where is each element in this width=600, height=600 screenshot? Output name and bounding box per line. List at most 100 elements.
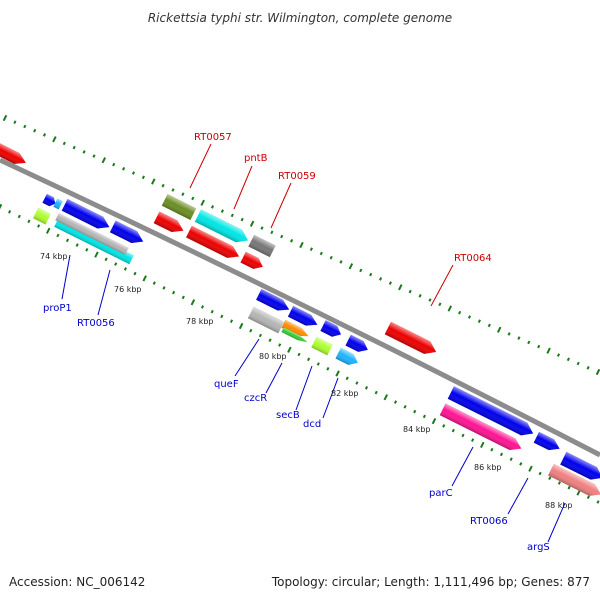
tick-mark: [45, 227, 51, 234]
gene-pink[interactable]: [439, 403, 525, 455]
tick-mark: [52, 136, 57, 143]
gene-red-a[interactable]: [153, 211, 187, 236]
gene-orange[interactable]: [281, 319, 310, 341]
gene-green[interactable]: [281, 327, 308, 345]
gene-blue-a[interactable]: [61, 199, 113, 233]
tick-mark: [181, 192, 185, 196]
gene-olive[interactable]: [161, 194, 197, 220]
tick-mark: [519, 462, 523, 466]
gene-blue-b-shading: [109, 220, 144, 243]
gene-skyblue-a-shading: [335, 347, 358, 365]
gene-cyan-a[interactable]: [194, 209, 251, 247]
gene-skyblue-a[interactable]: [335, 347, 360, 369]
tick-mark: [458, 310, 462, 315]
gene-red-b-shading: [186, 225, 240, 258]
leader-czcR: [265, 362, 283, 394]
scale-label-88kbp: 88 kbp: [545, 501, 573, 510]
tick-mark: [499, 452, 504, 457]
tick-mark: [191, 196, 195, 201]
tick-mark: [270, 230, 274, 235]
tick-mark: [260, 226, 264, 230]
leader-queF: [234, 338, 260, 377]
tick-mark: [388, 281, 392, 285]
gene-skyblue-tiny[interactable]: [53, 198, 63, 210]
gene-label-parC[interactable]: parC: [429, 488, 453, 499]
tick-mark: [290, 239, 294, 243]
gene-cyan-a-shading: [194, 209, 249, 243]
tick-mark: [141, 175, 145, 180]
tick-mark: [586, 366, 590, 370]
tick-mark: [517, 336, 521, 340]
gene-blue-c[interactable]: [256, 289, 292, 315]
tick-mark: [161, 183, 165, 188]
inner-tick-ring: [0, 203, 600, 504]
gene-salmon-shading: [548, 463, 600, 496]
gene-blue-long[interactable]: [447, 386, 537, 440]
tick-mark: [527, 340, 531, 345]
gene-orange-shading: [281, 319, 309, 337]
tick-mark: [339, 260, 343, 264]
gene-olive-shading: [161, 194, 197, 220]
gene-red-d[interactable]: [384, 321, 440, 359]
scale-label-84kbp: 84 kbp: [403, 425, 431, 434]
tick-mark: [85, 248, 89, 252]
leader-pntB: [233, 165, 253, 210]
gene-label-RT0056[interactable]: RT0056: [77, 318, 115, 329]
gene-gray-b-shading: [247, 306, 285, 334]
tick-mark: [355, 381, 359, 385]
tick-mark: [447, 305, 453, 312]
tick-mark: [538, 471, 542, 476]
gene-blue-e[interactable]: [320, 320, 343, 340]
gene-label-proP1[interactable]: proP1: [43, 303, 72, 314]
tick-mark: [403, 405, 407, 409]
tick-mark: [576, 361, 580, 366]
gene-skyblue-tiny-shading: [53, 198, 63, 210]
gene-lime-a[interactable]: [33, 207, 51, 225]
gene-blue-d[interactable]: [287, 305, 320, 330]
gene-label-pntB[interactable]: pntB: [244, 153, 268, 164]
gene-blue-small-a[interactable]: [42, 193, 57, 208]
scale-label-76kbp: 76 kbp: [114, 285, 142, 294]
gene-blue-h[interactable]: [560, 451, 600, 484]
gene-label-RT0066[interactable]: RT0066: [470, 516, 508, 527]
leader-proP1: [61, 254, 71, 300]
tick-mark: [112, 162, 116, 167]
gene-label-czcR[interactable]: czcR: [244, 393, 267, 404]
gene-gray-b[interactable]: [247, 306, 285, 334]
gene-features: [0, 139, 600, 501]
gene-red-b[interactable]: [186, 225, 242, 263]
gene-label-queF[interactable]: queF: [214, 379, 239, 390]
leader-secB: [295, 365, 313, 411]
gene-label-dcd[interactable]: dcd: [303, 419, 321, 430]
tick-mark: [546, 347, 551, 354]
gene-blue-f-shading: [345, 334, 368, 352]
tick-mark: [152, 281, 156, 285]
gene-blue-g[interactable]: [533, 431, 563, 454]
gene-lime-b[interactable]: [311, 336, 333, 356]
gene-blue-b[interactable]: [109, 220, 146, 248]
tick-mark: [249, 220, 255, 227]
gene-label-RT0057[interactable]: RT0057: [194, 132, 232, 143]
tick-mark: [278, 343, 282, 347]
tick-mark: [566, 357, 570, 362]
gene-label-secB[interactable]: secB: [276, 410, 300, 421]
gene-blue-f[interactable]: [345, 334, 370, 356]
gene-salmon[interactable]: [548, 463, 600, 501]
gene-lime-a-shading: [33, 207, 51, 225]
tick-mark: [369, 272, 373, 277]
gene-label-RT0064[interactable]: RT0064: [454, 253, 492, 264]
gene-darkgray[interactable]: [248, 234, 276, 258]
tick-mark: [65, 238, 70, 243]
tick-mark: [200, 305, 205, 309]
tick-mark: [418, 294, 422, 298]
gene-label-RT0059[interactable]: RT0059: [278, 171, 316, 182]
tick-mark: [496, 326, 502, 333]
gene-red-left-edge[interactable]: [0, 139, 29, 169]
tick-mark: [210, 205, 215, 209]
tick-mark: [422, 414, 426, 419]
gene-red-c[interactable]: [240, 251, 265, 273]
gene-gray-long[interactable]: [55, 213, 129, 255]
gene-label-argS[interactable]: argS: [527, 542, 550, 553]
tick-mark: [528, 465, 533, 472]
tick-mark: [142, 275, 147, 282]
